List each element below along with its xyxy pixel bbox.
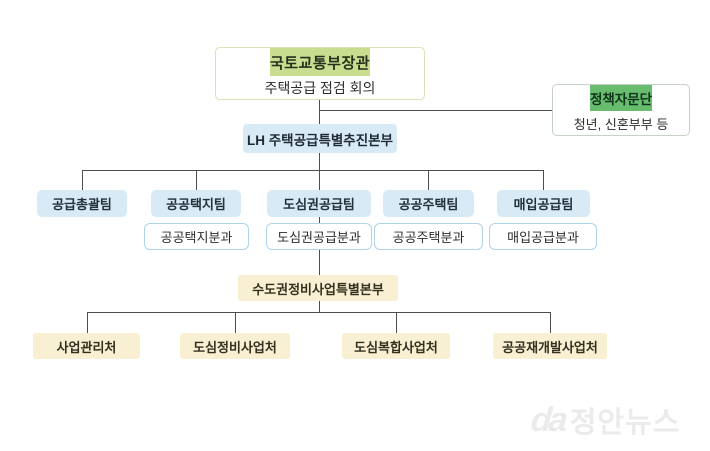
sub-box-public-land: 공공택지분과 [144,223,249,250]
connector-stub-team-2 [196,170,197,190]
connector-stub-dept-4 [550,312,551,333]
connector-stub-team-4 [428,170,429,190]
news-brand-text: 정안뉴스 [569,407,681,439]
connector-stub-team-3 [319,170,320,190]
dept-box-urban-complex: 도심복합사업처 [342,333,450,359]
team-box-supply-general: 공급총괄팀 [37,190,127,217]
connector-stub-team-1 [82,170,83,190]
lh-headquarters-box: LH 주택공급특별추진본부 [243,124,397,153]
team-box-public-housing: 공공주택팀 [383,190,474,217]
team-box-urban-supply: 도심권공급팀 [267,190,371,217]
connector-sub-to-metro [319,250,320,275]
sub-box-urban-supply: 도심권공급분과 [266,223,372,250]
team-box-purchase-supply: 매입공급팀 [497,190,590,217]
sub-box-purchase-supply: 매입공급분과 [489,223,597,250]
connector-depts-branch [87,312,550,313]
news-logo-icon: da [529,400,567,439]
connector-top-to-lh [319,100,320,125]
advisory-subtitle: 청년, 신혼부부 등 [573,116,669,132]
advisory-title: 정책자문단 [589,85,653,111]
team-box-public-land: 공공택지팀 [151,190,241,217]
dept-box-business-management: 사업관리처 [33,333,140,359]
minister-title: 국토교통부장관 [269,48,371,76]
connector-stub-dept-2 [235,312,236,333]
advisory-box: 정책자문단 청년, 신혼부부 등 [552,84,690,136]
metro-headquarters-box: 수도권정비사업특별본부 [238,275,398,301]
minister-box: 국토교통부장관 주택공급 점검 회의 [215,47,425,100]
connector-team-to-sub [319,217,320,223]
connector-stub-team-5 [543,170,544,190]
minister-subtitle: 주택공급 점검 회의 [264,79,376,96]
connector-metro-down [319,301,320,312]
connector-stub-dept-3 [396,312,397,333]
connector-to-advisory [319,110,552,111]
news-watermark: da 정안뉴스 [529,399,681,441]
connector-teams-branch [82,170,543,171]
dept-box-public-redevelopment: 공공재개발사업처 [493,333,607,359]
connector-lh-down [319,153,320,170]
sub-box-public-housing: 공공주택분과 [374,223,483,250]
dept-box-urban-improvement: 도심정비사업처 [180,333,290,359]
connector-stub-dept-1 [87,312,88,333]
